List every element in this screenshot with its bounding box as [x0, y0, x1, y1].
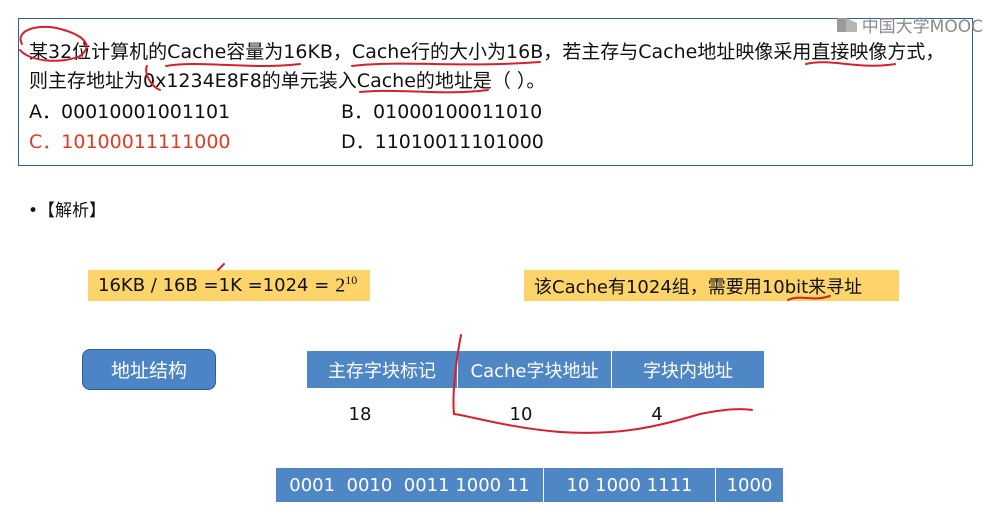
- power-base: 2: [335, 274, 346, 297]
- option-d: D．11010011101000: [341, 131, 544, 153]
- logo-text: 中国大学MOOC: [861, 17, 983, 37]
- binary-tag: 0001 0010 0011 1000 11: [276, 468, 544, 502]
- address-structure-label: 地址结构: [82, 349, 216, 390]
- option-a: A．00010001001101: [29, 101, 231, 123]
- header-cache-block: Cache字块地址: [458, 351, 612, 388]
- power-expression: 210: [335, 273, 357, 298]
- offset-bits: 4: [651, 404, 663, 425]
- option-b: B．01000100011010: [341, 101, 543, 123]
- binary-offset: 1000: [716, 468, 783, 502]
- cache-sets-text: 该Cache有1024组，需要用10bit来寻址: [534, 276, 863, 298]
- header-tag: 主存字块标记: [307, 351, 458, 388]
- mooc-logo: 中国大学MOOC: [836, 12, 983, 37]
- power-exponent: 10: [345, 273, 358, 288]
- header-offset: 字块内地址: [612, 351, 764, 388]
- cache-sets-note: 该Cache有1024组，需要用10bit来寻址: [524, 270, 899, 301]
- tag-bits: 18: [348, 404, 372, 425]
- binary-cache-block: 10 1000 1111: [544, 468, 716, 502]
- question-box: 某32位计算机的Cache容量为16KB，Cache行的大小为16B，若主存与C…: [18, 18, 973, 166]
- question-line-2: 则主存地址为0x1234E8F8的单元装入Cache的地址是（ ）。: [29, 70, 546, 92]
- analysis-heading: •【解析】: [28, 201, 107, 221]
- cache-block-bits: 10: [509, 404, 533, 425]
- calc-text: 16KB / 16B =1K =1024 =: [98, 275, 330, 296]
- mooc-logo-icon: [836, 17, 857, 32]
- question-line-1: 某32位计算机的Cache容量为16KB，Cache行的大小为16B，若主存与C…: [29, 41, 945, 63]
- calc-highlight: 16KB / 16B =1K =1024 = 210: [88, 270, 370, 301]
- option-c-answer: C．10100011111000: [29, 131, 231, 153]
